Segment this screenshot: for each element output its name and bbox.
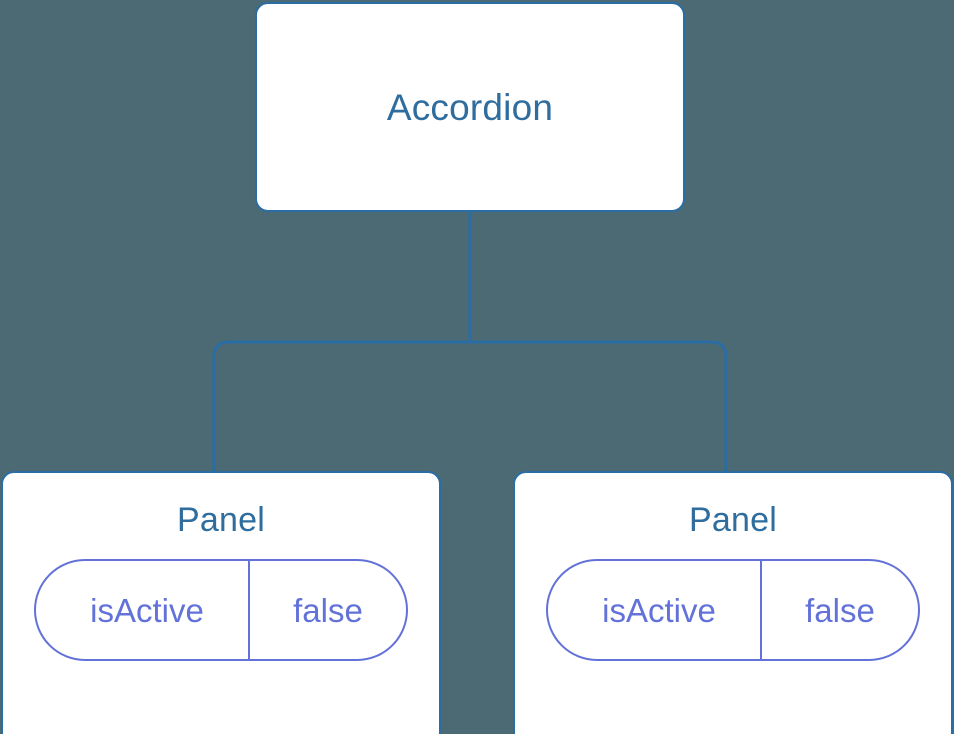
prop-key-label: isActive — [90, 591, 204, 629]
prop-key-label: isActive — [602, 591, 716, 629]
prop-value-label: false — [248, 561, 406, 659]
prop-pill-isactive-left[interactable]: isActive false — [34, 559, 408, 661]
edge-to-panel-right — [470, 340, 728, 472]
edge-to-panel-left — [212, 340, 470, 472]
node-panel-right-label: Panel — [689, 501, 777, 539]
node-accordion-label: Accordion — [386, 86, 554, 128]
node-panel-left-label: Panel — [177, 501, 265, 539]
node-panel-left[interactable]: Panel isActive false — [1, 471, 441, 734]
prop-value-label: false — [760, 561, 918, 659]
prop-pill-isactive-right[interactable]: isActive false — [546, 559, 920, 661]
node-panel-right[interactable]: Panel isActive false — [513, 471, 953, 734]
node-accordion[interactable]: Accordion — [255, 2, 685, 212]
